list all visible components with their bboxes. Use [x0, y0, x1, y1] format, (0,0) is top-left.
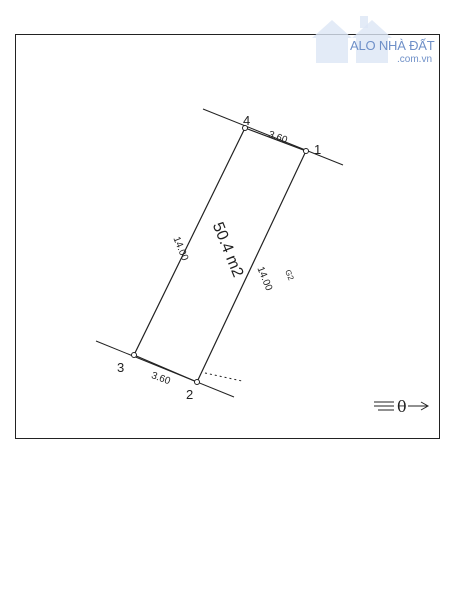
vertex-marker-1 — [303, 148, 309, 154]
neighbor-label: G2 — [283, 268, 296, 282]
plan-frame — [15, 34, 440, 439]
area-label: 50.4 m2 — [209, 220, 246, 280]
vertex-marker-4 — [242, 125, 248, 131]
top-boundary-line — [202, 108, 344, 166]
bottom-boundary-line — [95, 340, 235, 398]
vertex-label-4: 4 — [243, 113, 250, 128]
north-arrow-head — [420, 401, 430, 411]
left-side-length: 14.00 — [171, 235, 191, 263]
vertex-label-1: 1 — [314, 142, 321, 157]
right-side-length: 14.00 — [255, 265, 275, 293]
vertex-marker-2 — [194, 379, 200, 385]
vertex-marker-3 — [131, 352, 137, 358]
north-symbol: θ — [397, 397, 407, 416]
vertex-label-3: 3 — [117, 360, 124, 375]
watermark-logo-icon — [312, 16, 392, 63]
bottom-side-length: 3.60 — [150, 370, 172, 387]
watermark-domain: .com.vn — [397, 54, 433, 65]
plot-outline — [133, 127, 307, 383]
top-side-length: 3.60 — [267, 129, 289, 146]
watermark-brand: ALO NHÀ ĐẤT — [350, 38, 435, 53]
vertex-label-2: 2 — [186, 387, 193, 402]
neighbor-dotted-line — [204, 372, 243, 382]
